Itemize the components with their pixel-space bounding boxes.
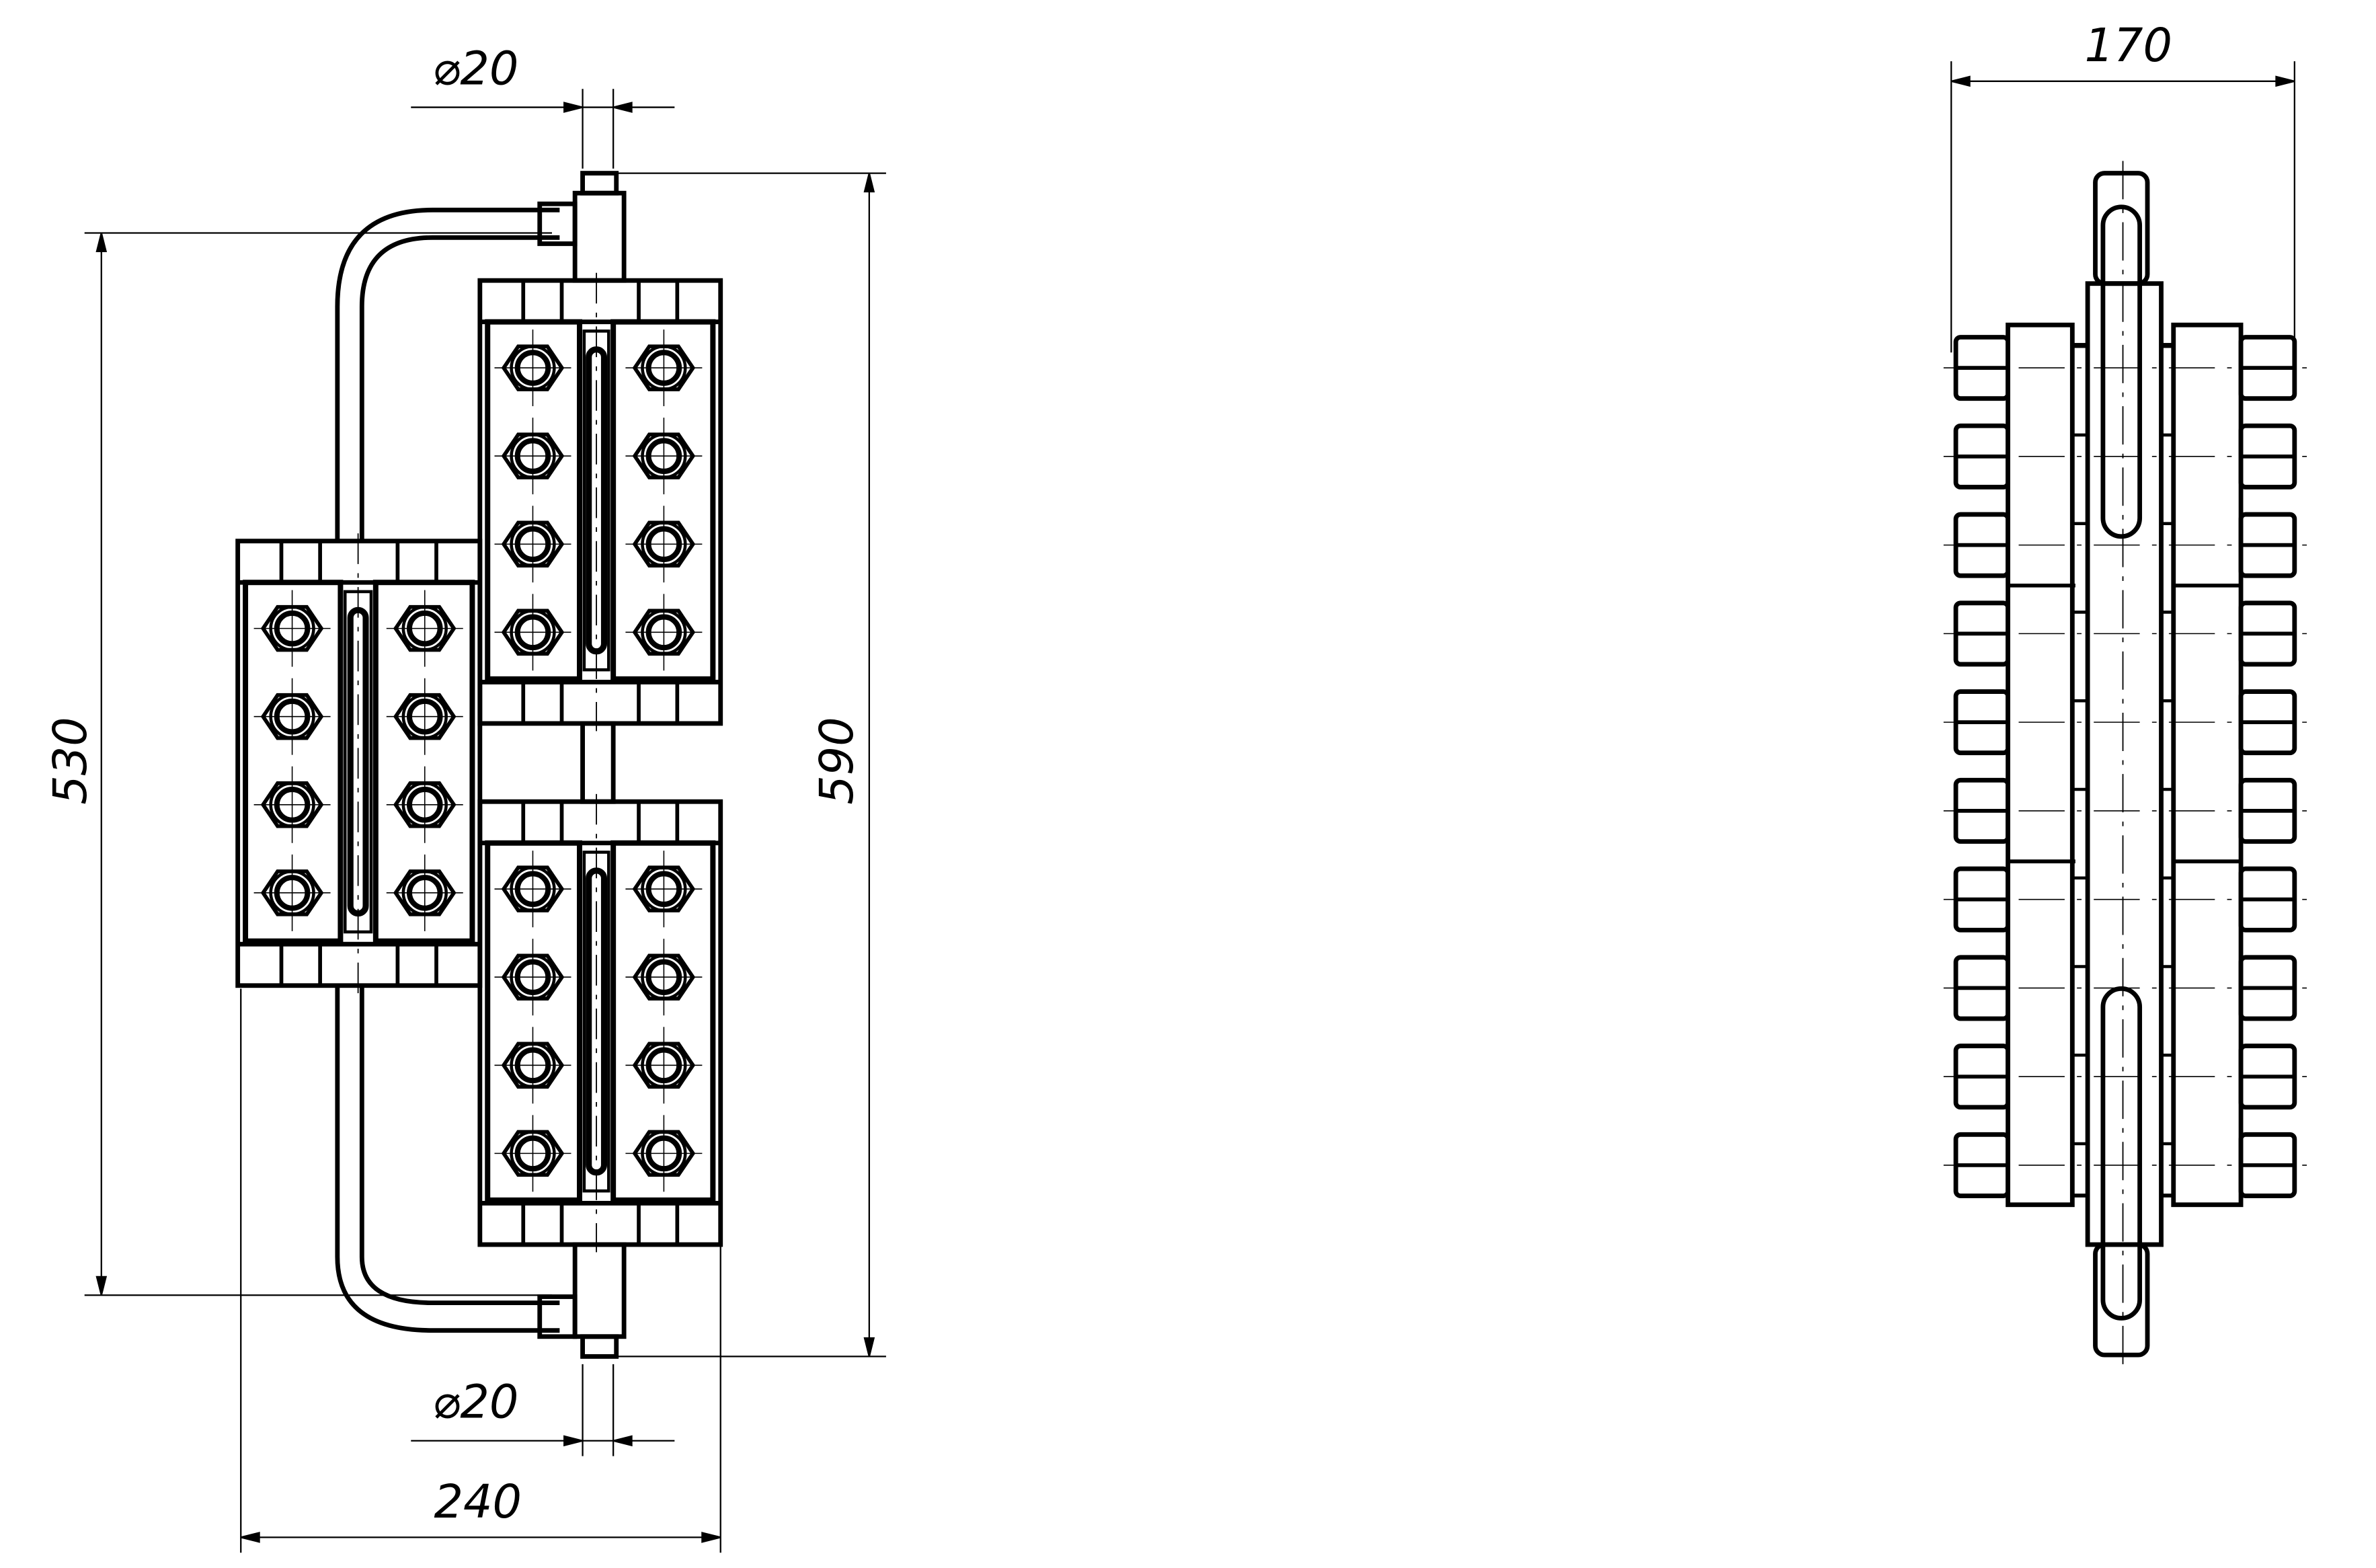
fitting-branch — [537, 201, 578, 246]
bolt-plate-right — [610, 840, 716, 1203]
pipe-inner — [359, 235, 560, 541]
dimension-arrow — [1950, 75, 1971, 87]
dimension-arrow — [612, 1435, 633, 1447]
center-body — [2085, 281, 2164, 1247]
dim-height-590: 590 — [811, 717, 864, 805]
fitting-nipple — [580, 1334, 619, 1359]
dim-side-width-170: 170 — [2085, 19, 2173, 73]
dimension-arrow — [863, 173, 875, 193]
bolt-plate-right — [610, 319, 716, 682]
gasket-right — [2159, 343, 2176, 1198]
bolt-plate-right — [372, 580, 475, 944]
fitting-body — [572, 190, 627, 283]
dimension-arrow — [240, 1532, 260, 1543]
fitting-branch — [537, 1294, 578, 1339]
dimensions — [84, 61, 2295, 1553]
gasket-left — [2070, 343, 2090, 1198]
gauge-block — [235, 533, 483, 994]
dimension-arrow — [701, 1532, 721, 1543]
side-view — [1943, 161, 2307, 1372]
fitting-body — [572, 1242, 627, 1339]
dimension-arrow — [563, 102, 583, 113]
dimension-arrow — [95, 1276, 108, 1296]
block-outline — [477, 278, 723, 726]
front-view — [235, 171, 723, 1359]
center-pipe — [580, 721, 616, 804]
pipe-bottom — [2100, 986, 2143, 1321]
dimension-arrow — [563, 1435, 583, 1447]
dim-width-240: 240 — [434, 1476, 522, 1529]
bolt-plate-left — [485, 840, 583, 1203]
pipe-outer — [335, 985, 560, 1333]
dim-pipe-diameter-bottom: ⌀20 — [432, 1376, 518, 1429]
dimension-arrow — [95, 233, 108, 252]
pipe-outer — [335, 207, 560, 541]
block-outline — [477, 799, 723, 1247]
pipe-inner — [359, 985, 560, 1306]
dimension-arrow — [863, 1337, 875, 1357]
gauge-block — [477, 272, 723, 732]
block-outline — [235, 539, 483, 988]
gauge-block — [477, 793, 723, 1253]
connecting-pipe — [335, 207, 560, 1333]
bolt-plate-left — [243, 580, 344, 944]
tee-fitting-top — [537, 171, 627, 283]
bolt-plate-left — [485, 319, 583, 682]
fitting-nipple — [580, 171, 619, 196]
dim-pipe-diameter-top: ⌀20 — [432, 42, 518, 95]
dim-height-530: 530 — [44, 717, 97, 805]
pipe-top — [2100, 204, 2143, 539]
dimension-arrow — [612, 102, 633, 113]
dimension-arrow — [2275, 75, 2295, 87]
